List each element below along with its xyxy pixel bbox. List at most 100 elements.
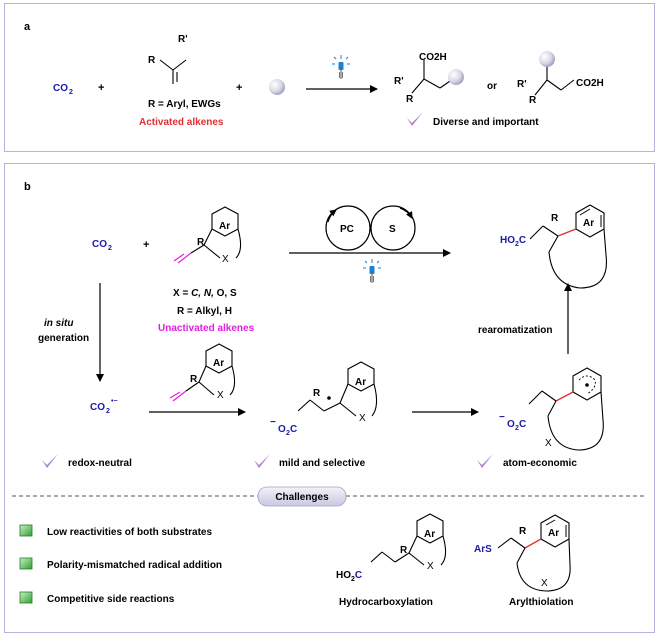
r-label: R <box>551 213 559 224</box>
substituent-definition: R = Aryl, EWGs <box>148 99 221 110</box>
activated-alkenes-label: Activated alkenes <box>139 117 224 128</box>
plus-sign: + <box>236 82 242 94</box>
check-icon <box>477 454 493 468</box>
aryl-ring-label: Ar <box>583 218 594 229</box>
plus-sign: + <box>98 82 104 94</box>
panel-a-frame <box>4 3 655 152</box>
in-situ-label: in situ <box>44 318 73 329</box>
challenge-item: Competitive side reactions <box>47 594 175 605</box>
svg-text:2: 2 <box>286 430 290 437</box>
svg-text:CO: CO <box>53 83 68 94</box>
x-label: X <box>545 438 552 449</box>
s-label: S <box>389 224 396 235</box>
radical-partner-sphere <box>448 69 464 85</box>
r-label: R <box>148 55 156 66</box>
check-icon <box>407 112 423 126</box>
challenge-item: Low reactivities of both substrates <box>47 527 212 538</box>
arylthiolation-structure <box>497 514 571 592</box>
svg-text:C: C <box>290 424 297 435</box>
x-definition: X = C, N, O, S <box>173 288 237 299</box>
r-label: R <box>519 526 527 537</box>
hydrocarboxylation-structure <box>370 513 447 566</box>
svg-text:C: C <box>519 419 526 430</box>
x-label: X <box>427 561 434 572</box>
aryl-ring-label: Ar <box>548 528 559 539</box>
product-structure-2 <box>534 65 575 96</box>
svg-text:O: O <box>507 419 515 430</box>
aryl-ring-label: Ar <box>219 221 230 232</box>
light-bulb-icon <box>362 258 382 284</box>
rearomatization-label: rearomatization <box>478 325 552 336</box>
r-label: R <box>197 237 205 248</box>
hydrocarboxylation-label: Hydrocarboxylation <box>339 597 433 608</box>
r-label: R <box>190 374 198 385</box>
cyclized-radical-structure <box>528 367 604 451</box>
svg-text:−: − <box>499 412 505 423</box>
activated-alkene-structure <box>159 59 187 84</box>
product-structure-1 <box>411 60 454 94</box>
challenges-pill <box>257 486 347 507</box>
redox-neutral-label: redox-neutral <box>68 458 132 469</box>
sulfur-catalyst-cycle <box>370 205 416 251</box>
challenges-title: Challenges <box>275 492 329 503</box>
check-icon <box>254 454 270 468</box>
challenge-bullet-icon <box>19 524 33 537</box>
radical-partner-sphere <box>269 79 285 95</box>
svg-text:2: 2 <box>69 89 73 96</box>
alkene-addition-reagent <box>169 343 236 402</box>
generation-label: generation <box>38 333 89 344</box>
plus-sign: + <box>143 239 149 251</box>
co2h-group: CO2H <box>419 52 447 63</box>
svg-text:•−: •− <box>111 398 118 405</box>
co2-reagent-b: CO 2 <box>92 239 112 252</box>
aryl-ring-label: Ar <box>355 377 366 388</box>
unactivated-alkenes-label: Unactivated alkenes <box>158 323 255 334</box>
r-label: R <box>529 95 537 106</box>
photocatalyst-cycle <box>325 205 371 251</box>
co2-reagent-a: CO 2 <box>53 83 73 96</box>
svg-text:2: 2 <box>106 408 110 415</box>
mild-selective-label: mild and selective <box>279 458 366 469</box>
panel-b-label: b <box>24 181 31 193</box>
co2-radical-anion: CO 2 •− <box>90 398 118 415</box>
x-label: X <box>217 390 224 401</box>
light-bulb-icon <box>331 54 351 80</box>
svg-text:CO: CO <box>92 239 107 250</box>
ars-group: ArS <box>474 544 492 555</box>
check-icon <box>42 454 58 468</box>
challenge-bullet-icon <box>19 591 33 604</box>
svg-text:2: 2 <box>515 425 519 432</box>
x-label: X <box>222 254 229 265</box>
aryl-ring-label: Ar <box>424 529 435 540</box>
unactivated-alkene-structure <box>173 206 242 264</box>
diverse-important-label: Diverse and important <box>433 117 539 128</box>
carboxylate-group: − O 2 C <box>499 412 526 432</box>
atom-economic-label: atom-economic <box>503 458 577 469</box>
x-label: X <box>541 578 548 589</box>
cyclic-product-structure <box>529 204 608 289</box>
aryl-ring-label: Ar <box>213 358 224 369</box>
radical-partner-sphere <box>539 51 555 67</box>
r-prime-label: R' <box>394 76 404 87</box>
ho2c-group: HO2C <box>500 235 526 248</box>
r-prime-label: R' <box>178 34 188 45</box>
pc-label: PC <box>340 224 354 235</box>
or-text: or <box>487 81 497 92</box>
ho2c-group: HO2C <box>336 570 362 583</box>
r-definition: R = Alkyl, H <box>177 306 232 317</box>
r-prime-label: R' <box>517 79 527 90</box>
svg-text:2: 2 <box>108 245 112 252</box>
r-label: R <box>313 388 321 399</box>
co2h-group: CO2H <box>576 78 604 89</box>
r-label: R <box>406 94 414 105</box>
x-label: X <box>359 413 366 424</box>
svg-text:O: O <box>278 424 286 435</box>
svg-text:−: − <box>270 417 276 428</box>
carboxylate-group: − O 2 C <box>270 417 297 437</box>
svg-text:CO: CO <box>90 402 105 413</box>
r-label: R <box>400 545 408 556</box>
arylthiolation-label: Arylthiolation <box>509 597 573 608</box>
radical-intermediate-structure <box>297 361 378 417</box>
challenge-item: Polarity-mismatched radical addition <box>47 560 222 571</box>
